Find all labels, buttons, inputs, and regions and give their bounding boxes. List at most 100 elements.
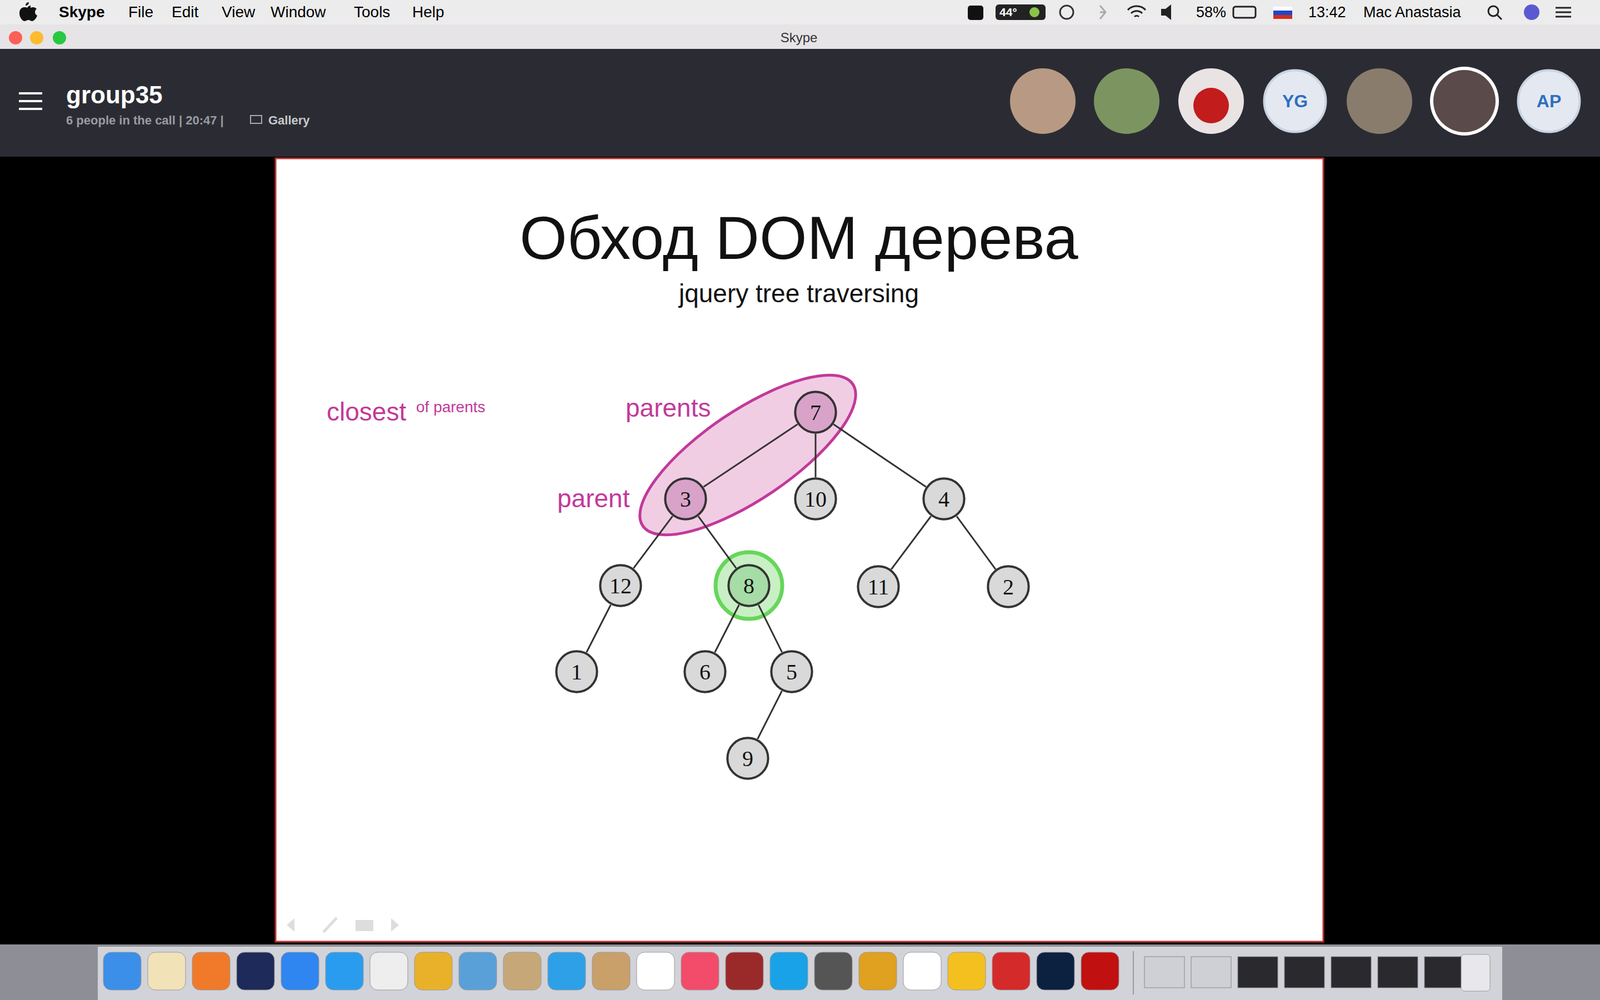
chat-name: group35 xyxy=(66,80,163,110)
avatar-initials: YG xyxy=(1262,68,1328,134)
dock-icon xyxy=(147,952,186,990)
node-text: 6 xyxy=(699,658,711,685)
dock-icon xyxy=(681,952,719,990)
apple-logo xyxy=(19,2,38,22)
node-text: YG xyxy=(1282,91,1308,112)
tree-node: 10 xyxy=(793,477,838,521)
dock-icon xyxy=(192,952,230,990)
view-mode: Gallery xyxy=(268,113,310,128)
tree-node: 7 xyxy=(793,390,838,434)
time-machine-icon xyxy=(1060,5,1074,19)
tree-edge xyxy=(703,424,798,488)
flag-icon xyxy=(1273,6,1293,19)
dock xyxy=(97,946,1503,1000)
menu-item: Tools xyxy=(353,2,390,22)
annotation: parents xyxy=(625,392,711,424)
dock-icon xyxy=(947,952,986,990)
avatar-photo xyxy=(1010,68,1076,134)
menu-item: Help xyxy=(412,2,445,22)
gallery-icon xyxy=(250,115,262,124)
wifi-icon xyxy=(1127,6,1146,17)
call-status: 6 people in the call | 20:47 | xyxy=(66,113,224,128)
skype-status-icon xyxy=(967,5,984,20)
avatar-devil xyxy=(1193,87,1229,124)
selected-ring xyxy=(715,552,783,619)
notification-icon xyxy=(1555,7,1572,17)
annotation: of parents xyxy=(416,397,486,417)
avatar-photo xyxy=(1433,70,1496,133)
tree-edge xyxy=(758,605,782,653)
call-stage xyxy=(0,156,1600,945)
avatar-photo xyxy=(1346,68,1413,134)
tree-edge xyxy=(956,516,996,569)
zoom-button xyxy=(52,31,67,45)
avatar-initials: AP xyxy=(1516,68,1582,134)
battery-icon xyxy=(1233,6,1256,18)
menu-item: Edit xyxy=(171,2,199,22)
node-text: 12 xyxy=(609,572,632,599)
dock-icon xyxy=(592,952,630,990)
slide-nav xyxy=(391,918,399,932)
tree-node: 2 xyxy=(986,565,1030,609)
dock-icon xyxy=(1036,952,1075,990)
avatar-photo xyxy=(1178,68,1244,134)
dock-icon xyxy=(236,952,275,990)
slide-subtitle: jquery tree traversing xyxy=(678,278,919,309)
slide-nav xyxy=(355,920,374,932)
annotation: parent xyxy=(557,483,630,514)
tree-node: 12 xyxy=(598,563,643,608)
node-text: 9 xyxy=(742,745,754,772)
dock-icon xyxy=(281,952,319,990)
avatar-photo xyxy=(1093,68,1160,134)
dock-window xyxy=(1331,956,1372,988)
menu-item: File xyxy=(128,2,154,22)
dock-window xyxy=(1284,956,1325,988)
dock-icon xyxy=(503,952,542,990)
call-header xyxy=(0,48,1600,157)
menu-item: Window xyxy=(270,2,327,22)
dock-separator xyxy=(1132,951,1134,995)
menu-bar xyxy=(0,0,1600,25)
dock-icon xyxy=(547,952,586,990)
status-text: 13:42 xyxy=(1308,3,1347,22)
bluetooth-icon xyxy=(1100,5,1106,19)
slide-nav xyxy=(286,918,295,932)
node-text: 7 xyxy=(810,399,822,426)
dock-icon xyxy=(1081,952,1119,990)
dock-icon xyxy=(636,952,675,990)
window-title: Skype xyxy=(780,30,818,47)
status-text: Mac Anastasia xyxy=(1363,3,1462,22)
dock-window xyxy=(1377,956,1418,988)
menu-item: View xyxy=(221,2,255,22)
minimize-button xyxy=(30,31,44,45)
dock-window xyxy=(1424,956,1465,988)
search-icon xyxy=(1488,6,1499,17)
parents-ellipse xyxy=(617,347,878,563)
dock-icon xyxy=(858,952,897,990)
tree-edge xyxy=(715,605,740,653)
tree-edge xyxy=(833,424,926,487)
dock-icon xyxy=(325,952,364,990)
dock-icon xyxy=(814,952,853,990)
dock-icon xyxy=(992,952,1030,990)
slide-nav xyxy=(323,917,337,933)
status-text: 58% xyxy=(1196,3,1227,22)
dock-icon xyxy=(103,952,142,990)
trash-icon xyxy=(1461,954,1490,992)
tree-node: 11 xyxy=(856,565,900,609)
node-text: 11 xyxy=(867,573,890,600)
tree-node: 1 xyxy=(555,650,599,694)
temperature-badge xyxy=(995,4,1046,20)
window-titlebar xyxy=(0,24,1600,49)
node-text: 5 xyxy=(786,658,798,685)
status-text: 44° xyxy=(999,5,1018,19)
tree-edge xyxy=(633,516,673,569)
tree-node: 4 xyxy=(922,477,966,521)
dock-icon xyxy=(414,952,453,990)
tree-node: 3 xyxy=(663,477,708,521)
node-text: 4 xyxy=(938,486,950,513)
node-text: AP xyxy=(1536,91,1562,112)
dock-icon xyxy=(725,952,764,990)
dock-window xyxy=(1237,956,1278,988)
tree-edge xyxy=(586,605,612,653)
